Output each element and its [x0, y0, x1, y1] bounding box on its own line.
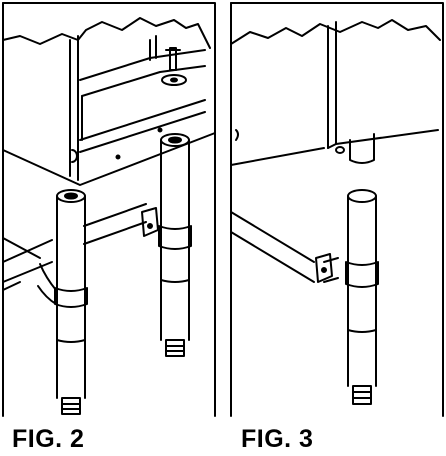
figure-3-caption: FIG. 3 [241, 425, 314, 453]
figure-2-panel [0, 0, 218, 456]
figure-2-caption: FIG. 2 [12, 425, 85, 453]
figure-2-illustration [2, 2, 216, 417]
figure-3-illustration [230, 2, 444, 417]
figure-3-panel [228, 0, 446, 456]
